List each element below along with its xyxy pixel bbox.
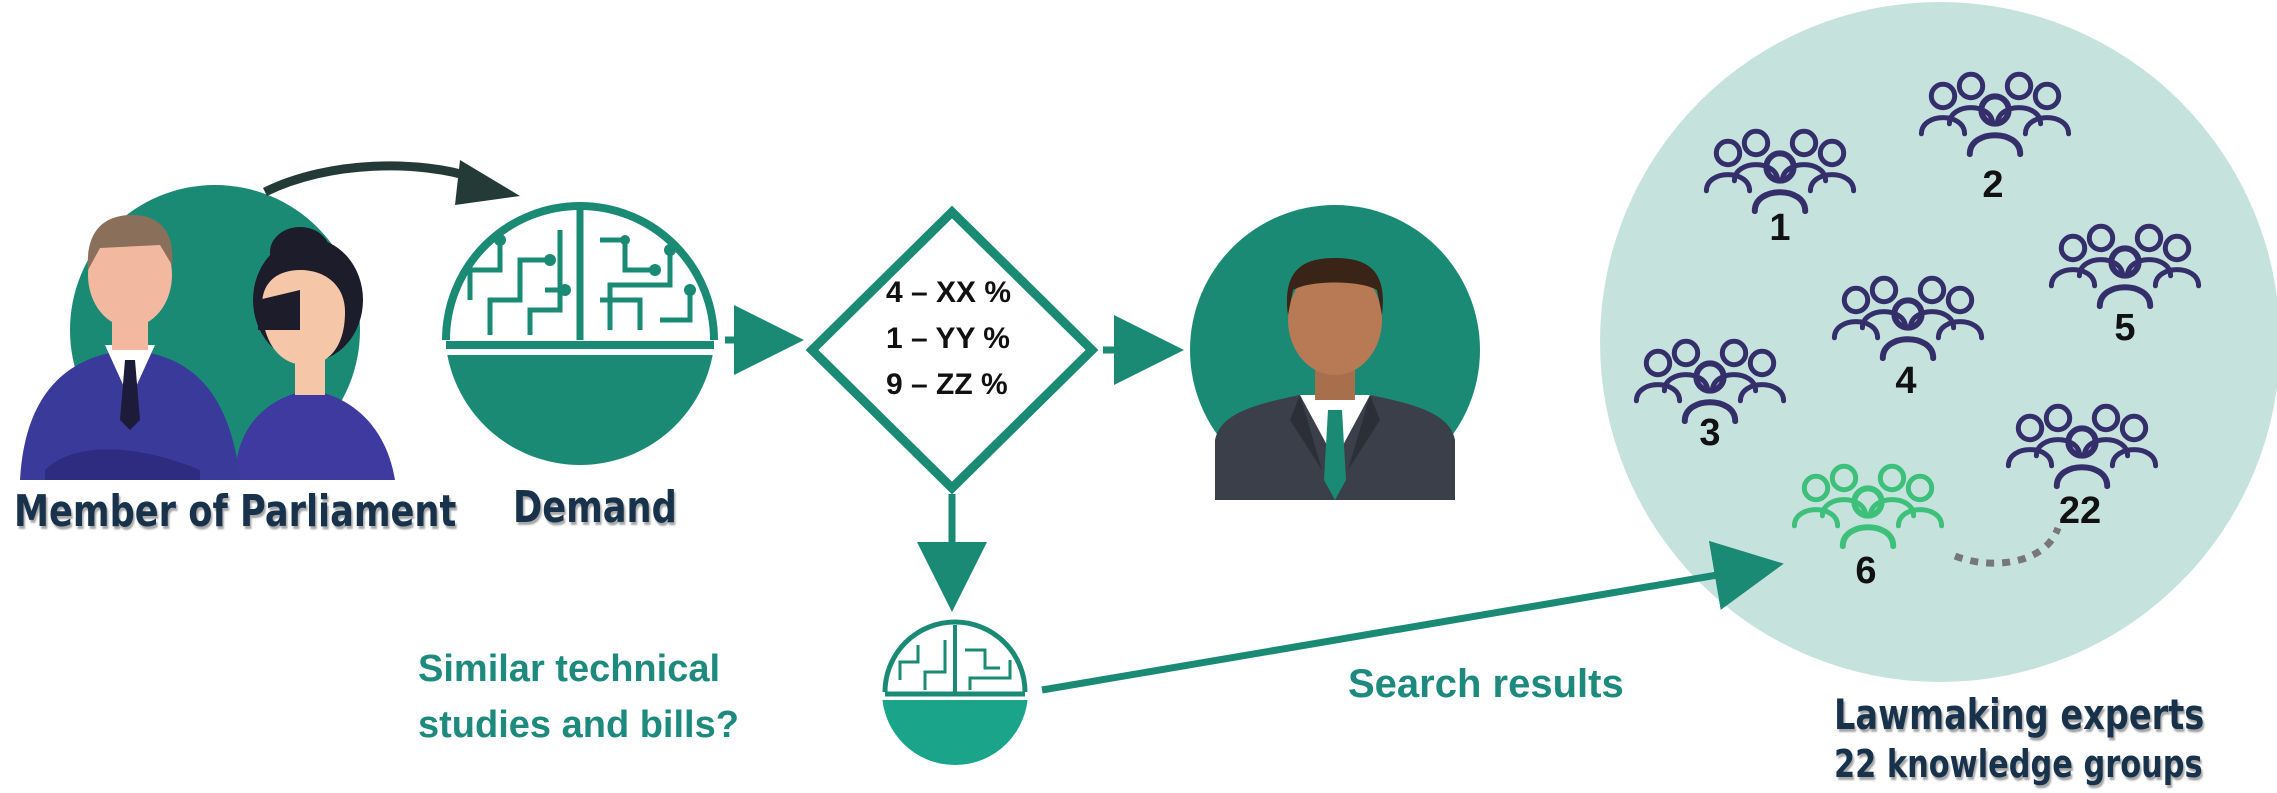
search-results-label: Search results bbox=[1348, 662, 1624, 706]
question-line-2: studies and bills? bbox=[418, 704, 739, 746]
experts-title: Lawmaking experts bbox=[1834, 690, 2205, 739]
group-number: 1 bbox=[1769, 207, 1790, 249]
parliament-members-icon bbox=[20, 185, 395, 480]
people-group-icon bbox=[1918, 71, 2072, 158]
score-line-3: 9 – ZZ % bbox=[886, 368, 1008, 401]
mp-to-demand-arrow bbox=[263, 161, 477, 197]
people-group-icon bbox=[2048, 223, 2202, 310]
question-line-1: Similar technical bbox=[418, 648, 721, 690]
search-to-group6-arrow bbox=[1041, 540, 1784, 694]
mp-to-demand-arrowhead bbox=[455, 160, 520, 205]
mp-label: Member of Parliament bbox=[14, 486, 457, 537]
people-group-icon bbox=[2005, 403, 2159, 490]
group-number: 6 bbox=[1855, 550, 1876, 592]
group-number: 2 bbox=[1982, 164, 2003, 206]
score-line-1: 4 – XX % bbox=[886, 276, 1012, 309]
expert-avatar-icon bbox=[1190, 205, 1480, 500]
people-group-icon bbox=[1831, 275, 1985, 362]
demand-label: Demand bbox=[513, 482, 677, 533]
group-number: 3 bbox=[1699, 412, 1720, 454]
scores-diamond bbox=[805, 205, 1099, 495]
brain-circuit-icon bbox=[442, 195, 718, 465]
people-group-icon bbox=[1791, 463, 1945, 550]
experts-subtitle: 22 knowledge groups bbox=[1834, 742, 2203, 786]
people-group-icon bbox=[1703, 128, 1857, 215]
score-line-2: 1 – YY % bbox=[886, 322, 1010, 355]
group-number: 22 bbox=[2059, 490, 2101, 532]
group-number: 5 bbox=[2114, 307, 2135, 349]
people-group-icon bbox=[1633, 338, 1787, 425]
brain-search-icon bbox=[882, 619, 1028, 765]
group-number: 4 bbox=[1895, 360, 1916, 402]
